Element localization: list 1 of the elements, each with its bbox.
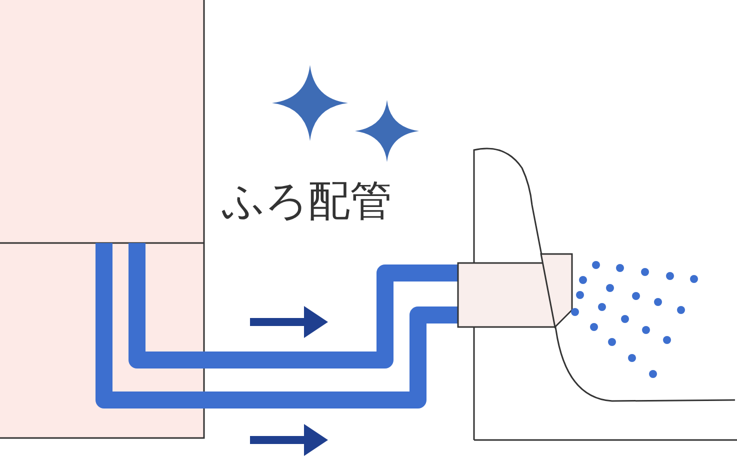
pipe-title: ふろ配管 [222, 180, 392, 222]
